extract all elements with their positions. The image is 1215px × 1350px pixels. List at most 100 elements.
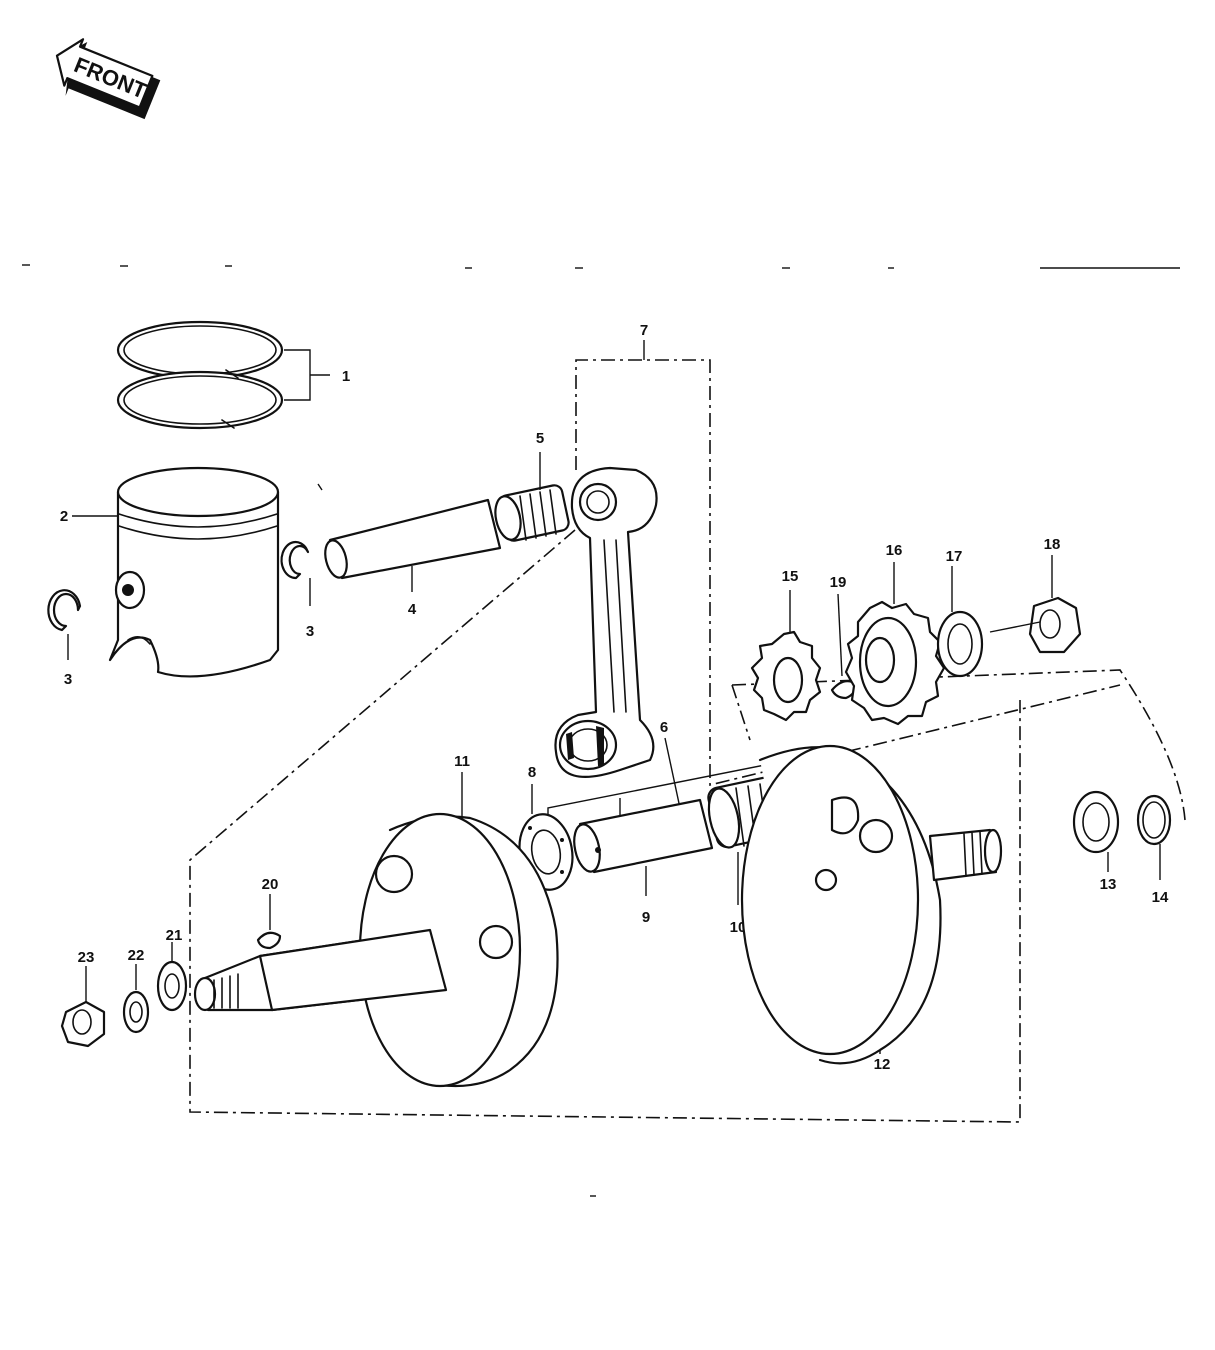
callout-16: 16 <box>886 542 903 559</box>
woodruff-key-shaft-body <box>256 931 282 950</box>
needle <box>735 787 745 847</box>
gear-group-dash <box>731 669 1186 821</box>
thrust-washer-left-inner <box>530 829 562 875</box>
crank-shaft-axis <box>989 621 1041 633</box>
crank-web-left-hole-lower <box>478 924 514 960</box>
piston-crown <box>116 466 280 518</box>
gear-washer-inner <box>947 623 973 665</box>
piston-pin-body <box>328 498 502 580</box>
gear-washer <box>936 610 984 678</box>
bracket-1 <box>284 349 330 401</box>
callout-7: 7 <box>640 322 648 339</box>
shaft-washer-22-inner <box>129 1001 143 1023</box>
con-rod-big-eye-rim <box>566 726 604 766</box>
piston-ring-lower <box>116 370 284 430</box>
needle <box>529 493 537 539</box>
callout-1: 1 <box>342 368 350 385</box>
needle <box>539 491 547 537</box>
crank-nut-left-hex <box>60 1000 106 1048</box>
callout-20: 20 <box>262 876 279 893</box>
connecting-rod <box>554 466 658 778</box>
snap-ring <box>1136 794 1172 846</box>
callout-3-left: 3 <box>64 671 72 688</box>
crank-half-left-shaft-front <box>258 928 448 1012</box>
circlip-left <box>47 589 82 632</box>
crank-half-left <box>193 812 559 1088</box>
con-rod-slot <box>603 539 627 713</box>
callout-5: 5 <box>536 430 544 447</box>
piston-pin-end <box>324 539 348 579</box>
primary-sprocket-bore <box>772 656 804 704</box>
snap-ring-inner <box>1142 801 1166 839</box>
crank-half-right <box>740 744 1003 1065</box>
small-end-bearing <box>494 484 570 542</box>
con-rod-small-eye <box>578 482 618 522</box>
crank-web-right-slot <box>830 796 860 835</box>
shaft-washer-21-inner <box>164 973 180 999</box>
piston-ring-groove-1 <box>118 513 278 528</box>
callout-4: 4 <box>408 601 417 618</box>
piston-ring-lower-inner <box>123 375 277 425</box>
callout-22: 22 <box>128 947 145 964</box>
callout-21: 21 <box>166 927 183 944</box>
shaft-washer-21 <box>156 960 188 1012</box>
shaft-washer-21-outer <box>156 960 188 1012</box>
piston-pin <box>324 498 502 580</box>
callout-13: 13 <box>1100 876 1117 893</box>
crank-web-right-face <box>740 744 920 1056</box>
piston-ring-upper <box>116 320 284 380</box>
circlip-right-ring <box>280 540 310 580</box>
callout-23: 23 <box>78 949 95 966</box>
crank-web-left-hole-upper <box>374 854 414 894</box>
piston-skirt <box>108 490 280 678</box>
crank-pin-end <box>573 823 601 873</box>
big-end-bearing-face <box>707 787 741 849</box>
callout-11: 11 <box>454 753 470 770</box>
callout-12: 12 <box>874 1056 891 1073</box>
crank-nut-right-bore <box>1039 609 1061 639</box>
crank-pin-oil-hole <box>595 847 601 853</box>
piston-pin-hole <box>122 584 134 596</box>
scan-mark <box>317 483 323 491</box>
leader-6 <box>664 737 681 809</box>
shaft-washer-22-outer <box>122 990 150 1034</box>
callout-3-right: 3 <box>306 623 314 640</box>
callout-8-left: 8 <box>528 764 536 781</box>
woodruff-key-shaft <box>256 931 282 950</box>
callout-9: 9 <box>642 909 650 926</box>
leader-19 <box>837 593 843 677</box>
crank-web-right-hole-lower <box>814 868 838 892</box>
crank-half-right-stub-tip <box>983 828 1003 874</box>
piston-ring-groove-2 <box>118 525 278 540</box>
callout-15: 15 <box>782 568 799 585</box>
crank-half-right-thread <box>963 831 983 877</box>
front-arrow-badge: FRONT <box>55 38 161 120</box>
circlip-left-ring <box>47 589 82 632</box>
crank-nut-left-bore <box>72 1009 92 1035</box>
primary-sprocket <box>750 630 822 722</box>
washer-dot <box>528 826 532 830</box>
con-rod-small-eye-bore <box>586 490 610 514</box>
oil-seal-inner <box>1082 802 1110 842</box>
callout-19: 19 <box>830 574 847 591</box>
piston-port <box>127 636 151 645</box>
small-end-bearing-face <box>494 495 522 541</box>
oil-seal <box>1072 790 1120 854</box>
callout-14: 14 <box>1152 889 1169 906</box>
washer-dot <box>560 870 564 874</box>
bracket-7 <box>575 359 1121 787</box>
gear-washer-outer <box>936 610 984 678</box>
con-rod-body <box>554 466 658 778</box>
crank-nut-right-hex <box>1028 596 1082 654</box>
ring-gap-upper <box>225 369 239 379</box>
primary-gear <box>844 600 946 726</box>
crank-nut-left <box>60 1000 106 1048</box>
callout-18: 18 <box>1044 536 1061 553</box>
crank-nut-right <box>989 596 1082 654</box>
ring-gap-lower <box>221 419 235 429</box>
piston-rings <box>116 320 284 430</box>
callout-2: 2 <box>60 508 68 525</box>
crank-half-left-shaft-tip <box>193 976 217 1012</box>
crank-pin <box>573 798 714 874</box>
